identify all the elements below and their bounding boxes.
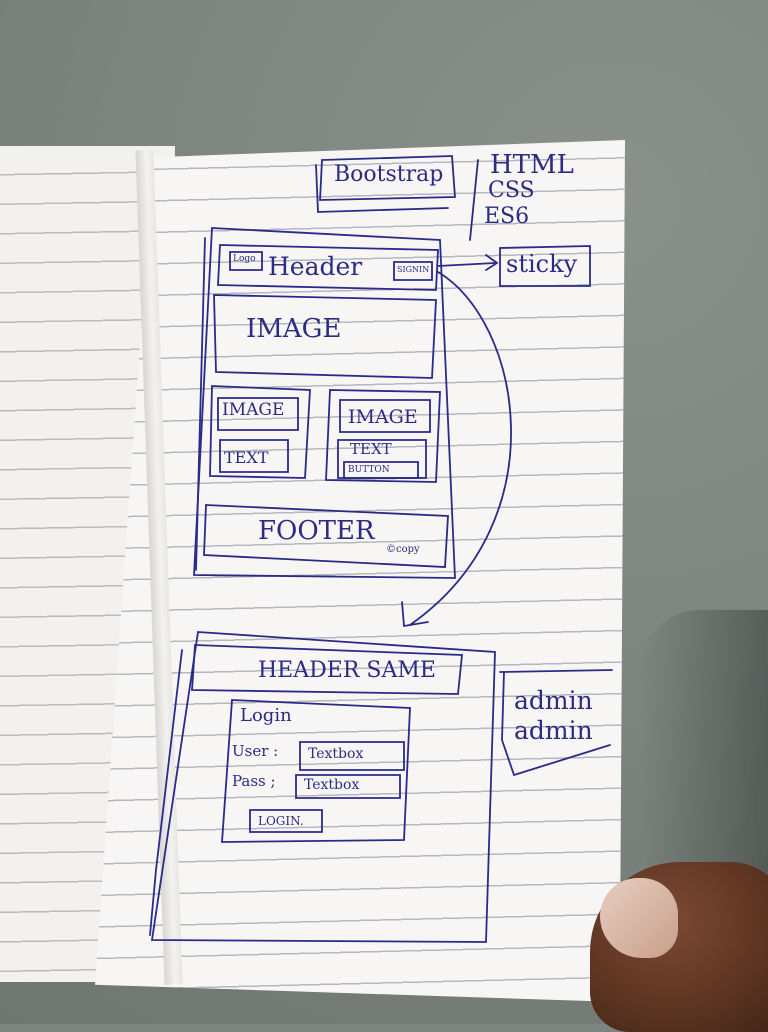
footer-label: FOOTER [258, 516, 375, 546]
hero-image-box [213, 294, 437, 379]
header-box [217, 244, 439, 291]
tech-html: HTML [490, 150, 574, 180]
home-outline [193, 227, 456, 579]
login-button-label: LOGIN. [258, 814, 304, 828]
card-right-button-label: BUTTON [348, 465, 390, 475]
user-textbox-label: Textbox [308, 746, 364, 762]
header-label: Header [268, 252, 363, 281]
bootstrap-box [319, 155, 456, 201]
sticky-arrow [437, 262, 496, 267]
signin-label: SIGNIN [397, 265, 430, 274]
hand-shadow [640, 610, 768, 910]
flow-arrow [409, 271, 512, 626]
login-title: Login [240, 705, 292, 726]
admin-user-note: admin [514, 686, 593, 715]
logo-label: Logo [233, 254, 256, 264]
bootstrap-note: Bootstrap [334, 162, 444, 187]
copy-label: ©copy [386, 544, 420, 555]
pass-label: Pass ; [232, 772, 276, 790]
header-same-box [191, 644, 463, 695]
card-left-box [209, 385, 311, 479]
tech-es6: ES6 [484, 204, 530, 229]
tech-divider [469, 159, 479, 241]
right-page [95, 140, 625, 1002]
card-right-image-label: IMAGE [348, 406, 418, 428]
card-left-image-label: IMAGE [222, 400, 285, 420]
admin-pass-note: admin [514, 716, 593, 745]
footer-box [203, 504, 449, 568]
thumbnail [600, 878, 678, 958]
card-right-text-label: TEXT [350, 440, 392, 458]
user-label: User : [232, 742, 279, 760]
card-right-box [325, 389, 441, 483]
card-left-text-label: TEXT [224, 448, 269, 467]
sticky-note: sticky [506, 250, 578, 278]
tech-css: CSS [488, 178, 535, 203]
hero-image-label: IMAGE [246, 314, 342, 344]
sticky-box [499, 245, 591, 287]
admin-bracket [501, 671, 611, 777]
login-outline [150, 631, 496, 943]
login-form-box [221, 699, 411, 843]
pass-textbox-label: Textbox [304, 777, 360, 793]
header-same-label: HEADER SAME [258, 658, 436, 683]
